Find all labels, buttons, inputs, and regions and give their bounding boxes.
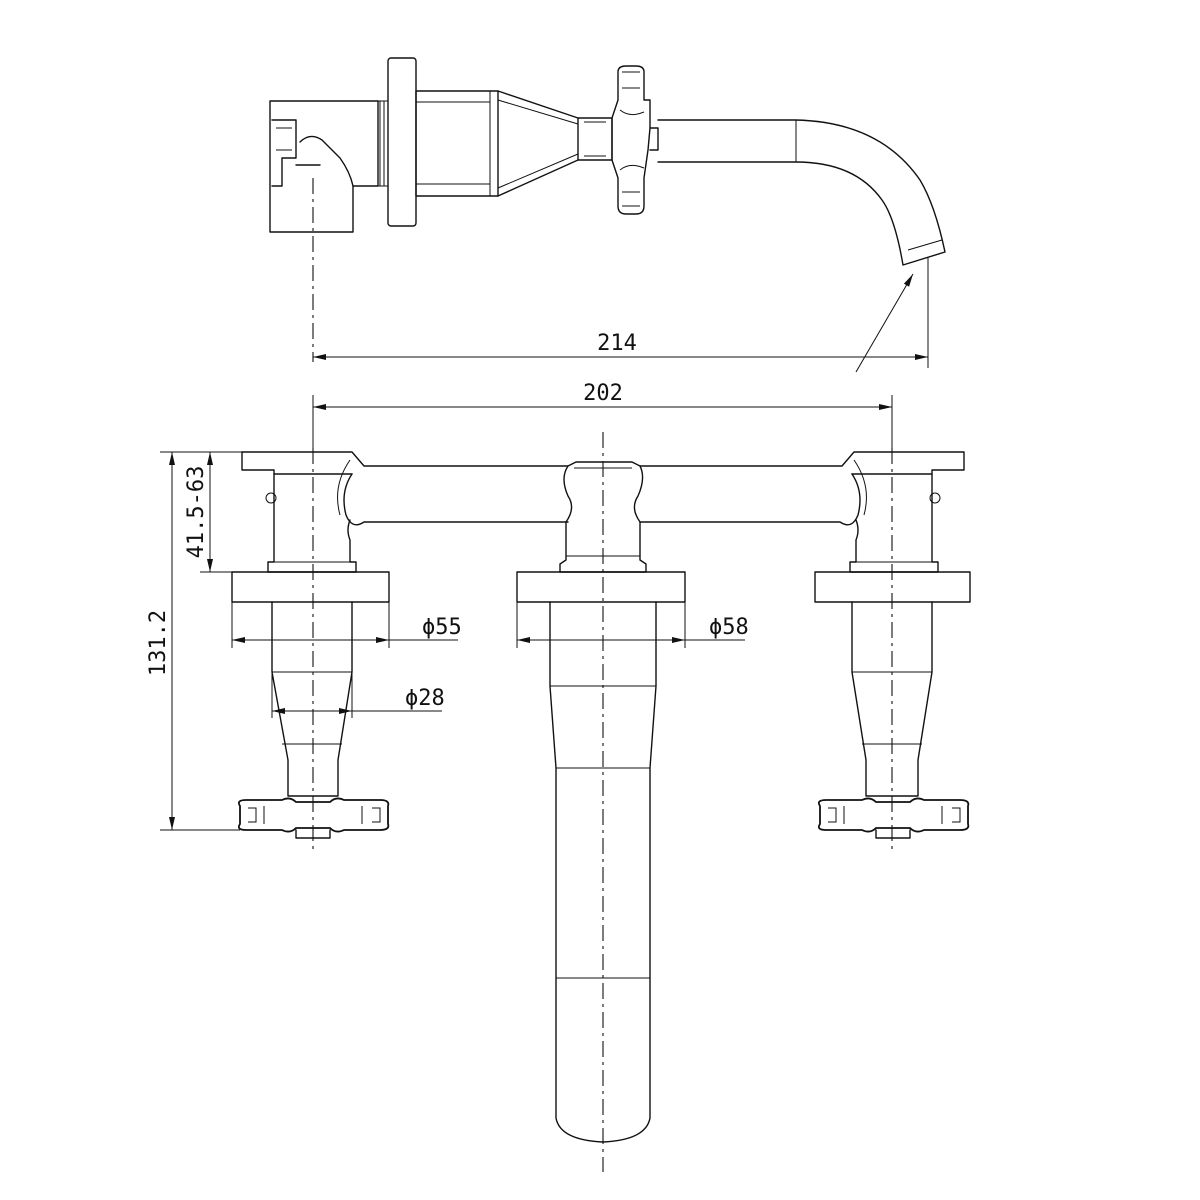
dimension-spread-label: 202: [583, 381, 623, 406]
dimension-plate-depth-label: 41.5-63: [184, 466, 209, 559]
left-wall-flange: [231, 571, 390, 603]
dimension-handle-plate-dia-label: ϕ55: [422, 615, 462, 640]
right-handle-assembly: [817, 601, 970, 839]
dimension-spout-plate-dia: ϕ58: [516, 602, 749, 648]
dimension-overall-depth-label: 214: [597, 331, 637, 356]
front-view: 202: [146, 381, 971, 1172]
dimension-overall-height: 131.2: [146, 451, 242, 831]
dimension-handle-plate-dia: ϕ55: [231, 602, 462, 648]
side-view: 214: [269, 57, 946, 373]
dimension-plate-depth: 41.5-63: [184, 451, 242, 573]
left-cross-handle: [237, 797, 390, 833]
side-valve-body: [269, 100, 388, 233]
dimension-overall-height-label: 131.2: [146, 610, 171, 676]
dimension-handle-sleeve-dia-label: ϕ28: [405, 686, 445, 711]
side-cross-handle: [611, 65, 659, 215]
dimension-spread: 202: [312, 381, 893, 455]
right-cross-handle: [817, 797, 970, 833]
side-wall-flange: [387, 57, 417, 227]
spout-wall-flange: [516, 571, 686, 603]
side-valve-barrel: [415, 90, 613, 197]
dimension-handle-sleeve-dia: ϕ28: [271, 672, 445, 718]
dimension-spout-plate-dia-label: ϕ58: [709, 615, 749, 640]
side-spout: [657, 119, 946, 266]
left-handle-assembly: [237, 601, 390, 839]
dimension-overall-depth: 214: [313, 331, 928, 360]
